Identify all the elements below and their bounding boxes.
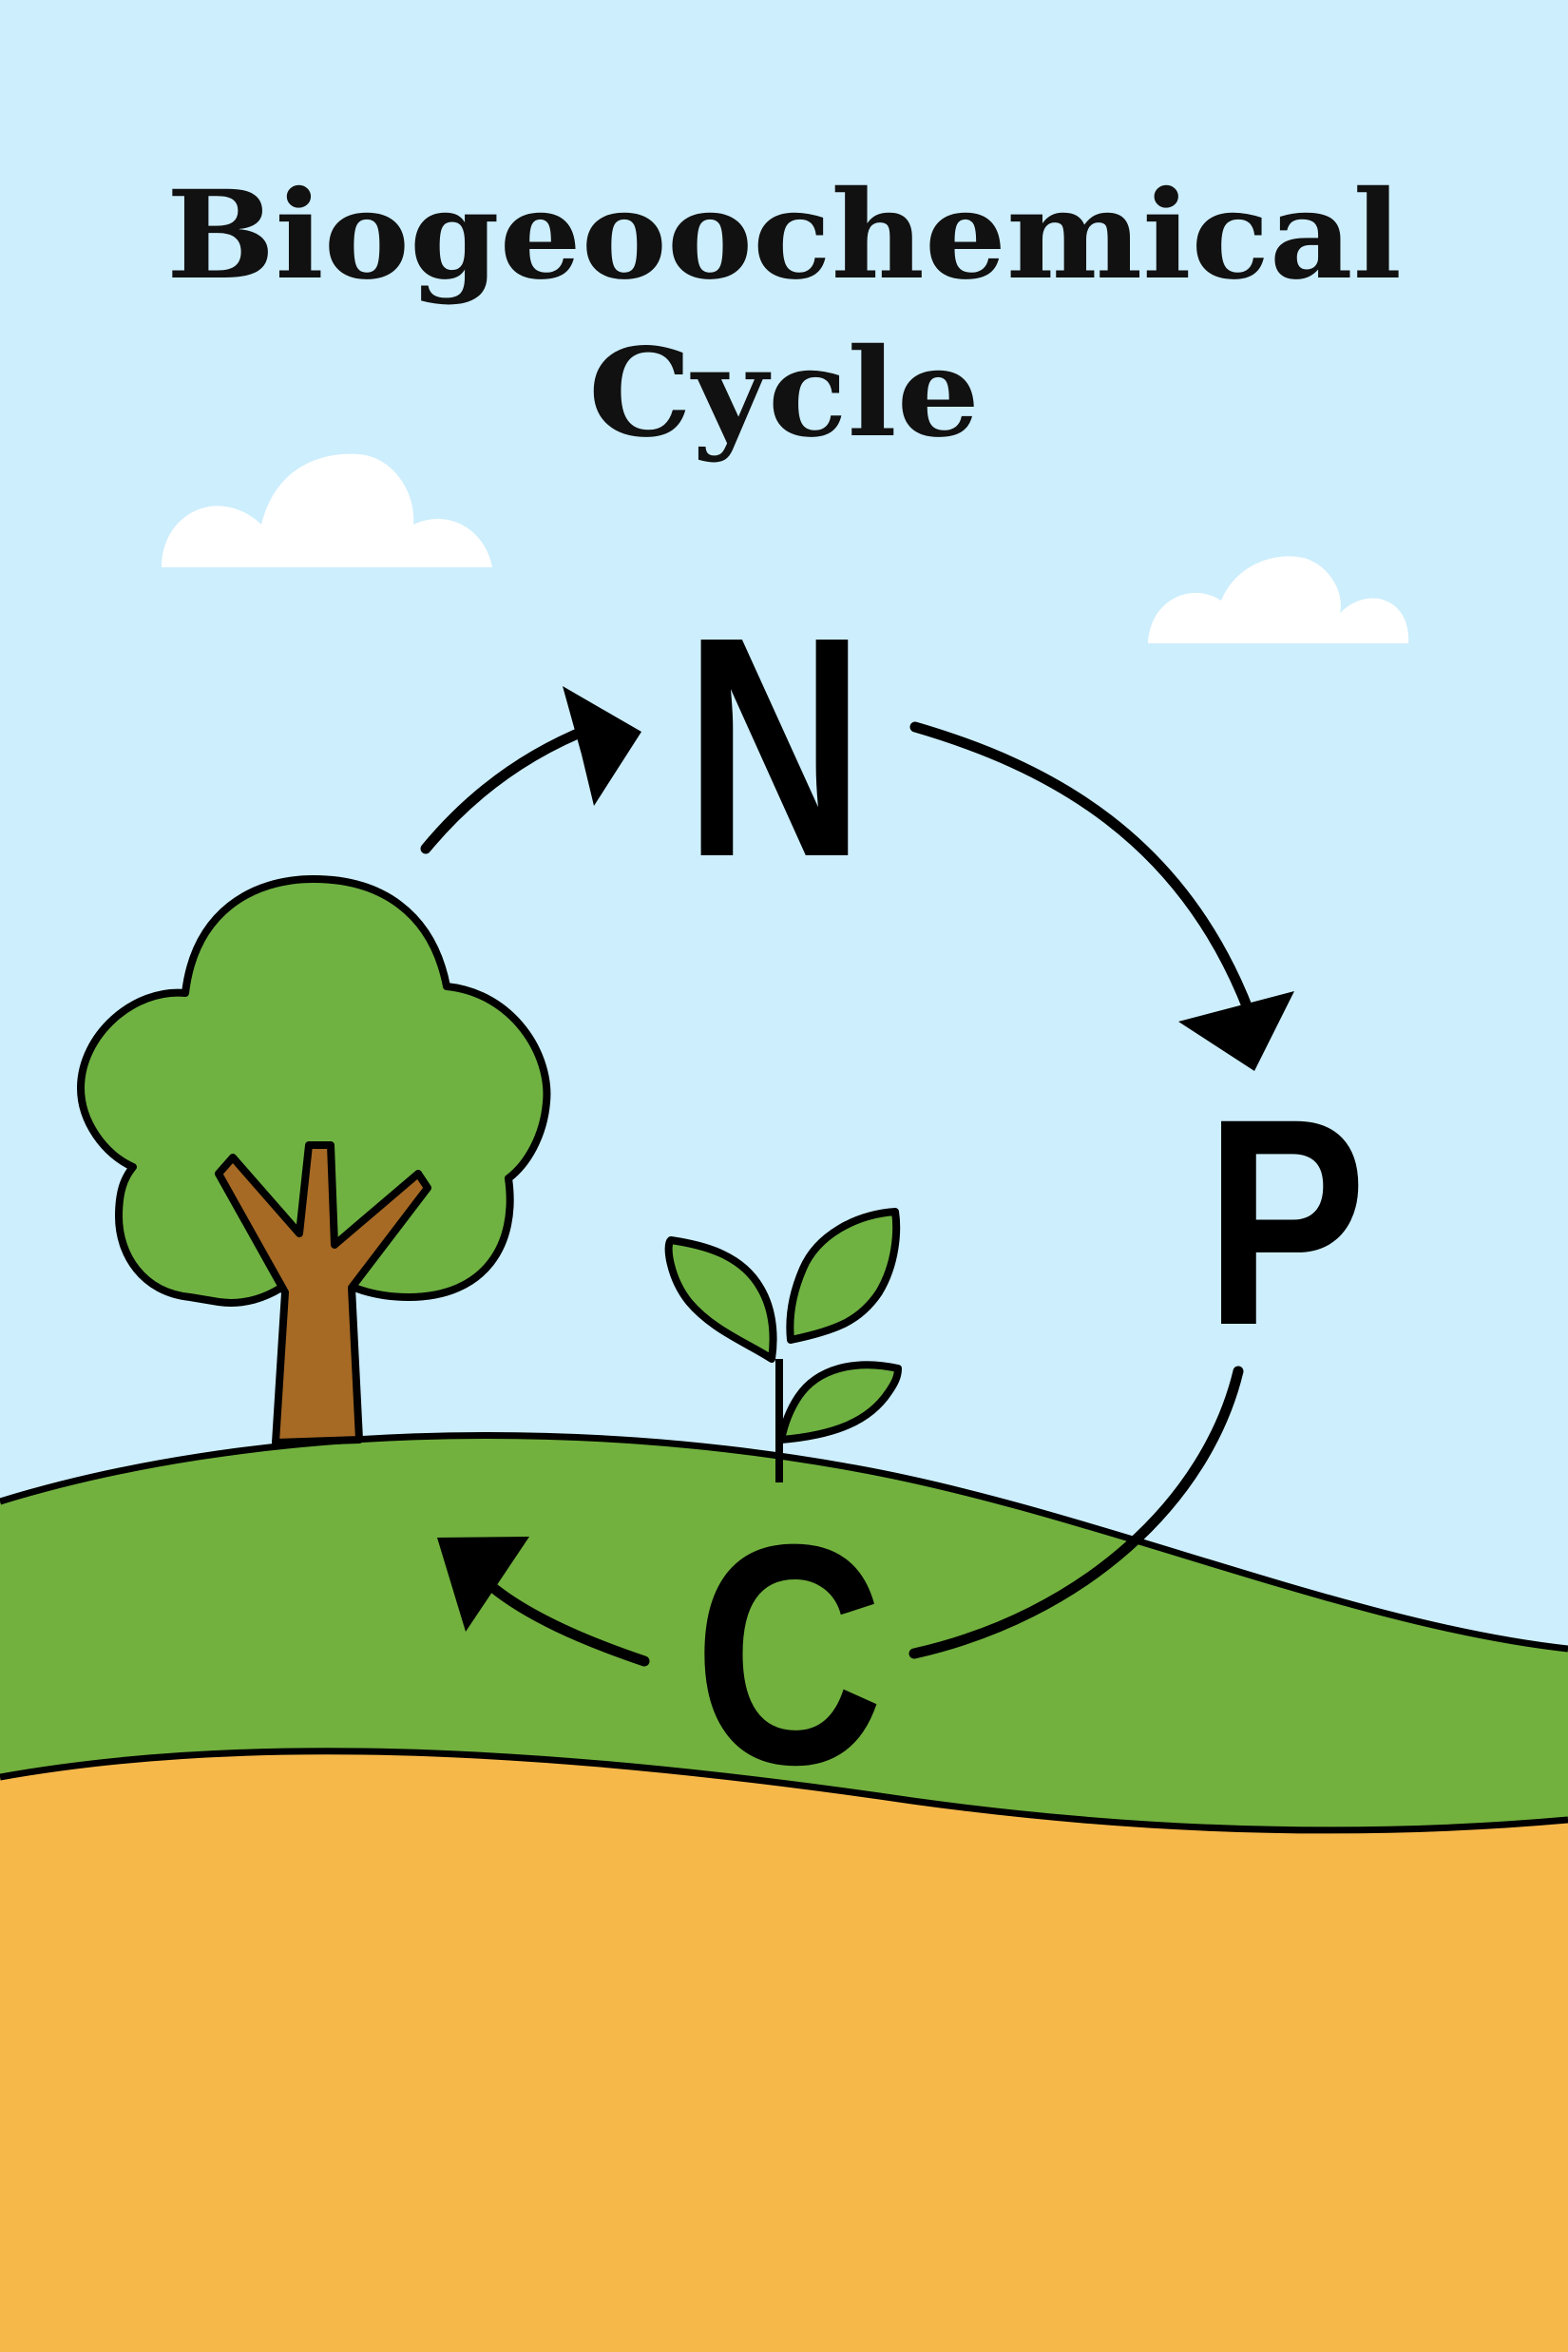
node-c-label: C <box>694 1479 884 1829</box>
seedling <box>664 1208 902 1482</box>
tree <box>77 875 551 1446</box>
tree-foliage <box>77 875 551 1307</box>
arrow-n-to-p <box>909 721 1260 1032</box>
grass-hill <box>0 1435 1568 1831</box>
node-p-label: P <box>1205 1057 1367 1386</box>
soil-top-outline <box>0 1748 1568 1834</box>
seedling-leaf-lower <box>777 1361 902 1444</box>
arrowhead-p <box>1178 991 1294 1071</box>
node-n-label: N <box>684 571 865 922</box>
seedling-leaf-left <box>664 1236 777 1363</box>
cloud-right <box>1148 556 1409 643</box>
hill-top-outline <box>0 1431 1568 1653</box>
cycle-arrows <box>420 686 1294 1667</box>
arrow-c-to-tree <box>487 1581 650 1667</box>
arrow-p-to-c <box>908 1366 1244 1659</box>
arrowhead-n <box>563 686 641 806</box>
soil-layer <box>0 1750 1568 2352</box>
arrow-tree-to-n <box>420 721 600 854</box>
arrowhead-tree <box>437 1537 529 1632</box>
title-line-1: Biogeoochemical <box>166 164 1402 307</box>
seedling-leaf-right <box>786 1208 901 1344</box>
title-line-2: Cycle <box>588 322 980 465</box>
tree-trunk <box>215 1141 431 1446</box>
cloud-left <box>162 453 492 567</box>
